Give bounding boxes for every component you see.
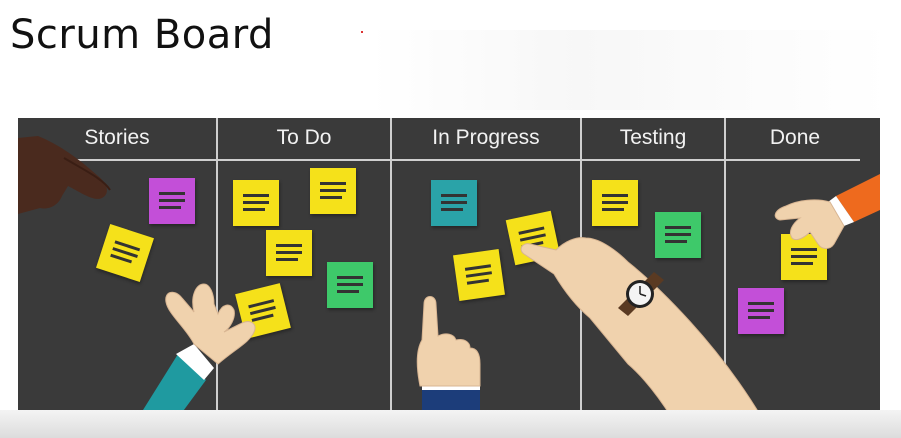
column-divider xyxy=(216,118,218,418)
column-divider xyxy=(724,118,726,418)
sticky-note[interactable] xyxy=(327,262,373,308)
grabbing-hand-icon xyxy=(138,283,256,418)
sticky-note[interactable] xyxy=(233,180,279,226)
sticky-note[interactable] xyxy=(781,234,827,280)
column-header-in-progress: In Progress xyxy=(432,126,540,149)
red-dot xyxy=(361,31,363,33)
bottom-fade xyxy=(0,410,901,438)
column-header-stories: Stories xyxy=(84,126,150,149)
header-divider xyxy=(18,159,860,161)
pointing-hand-icon xyxy=(416,296,481,418)
scrum-board: Stories To Do In Progress Testing Done xyxy=(18,118,880,418)
sticky-note[interactable] xyxy=(149,178,195,224)
column-divider xyxy=(390,118,392,418)
wristwatch-icon xyxy=(618,272,664,316)
page-title: Scrum Board xyxy=(10,12,274,58)
sticky-note[interactable] xyxy=(431,180,477,226)
column-header-testing: Testing xyxy=(619,126,687,149)
sticky-note[interactable] xyxy=(655,212,701,258)
sticky-note[interactable] xyxy=(738,288,784,334)
sticky-note[interactable] xyxy=(310,168,356,214)
pointing-hand-icon xyxy=(520,237,763,418)
sticky-note[interactable] xyxy=(266,230,312,276)
pointing-hand-icon xyxy=(18,136,111,214)
column-header-todo: To Do xyxy=(276,126,332,149)
hands-illustration xyxy=(18,136,880,418)
grabbing-hand-icon xyxy=(774,174,880,249)
column-header-done: Done xyxy=(769,126,821,149)
sticky-note[interactable] xyxy=(592,180,638,226)
header-haze xyxy=(370,30,890,110)
